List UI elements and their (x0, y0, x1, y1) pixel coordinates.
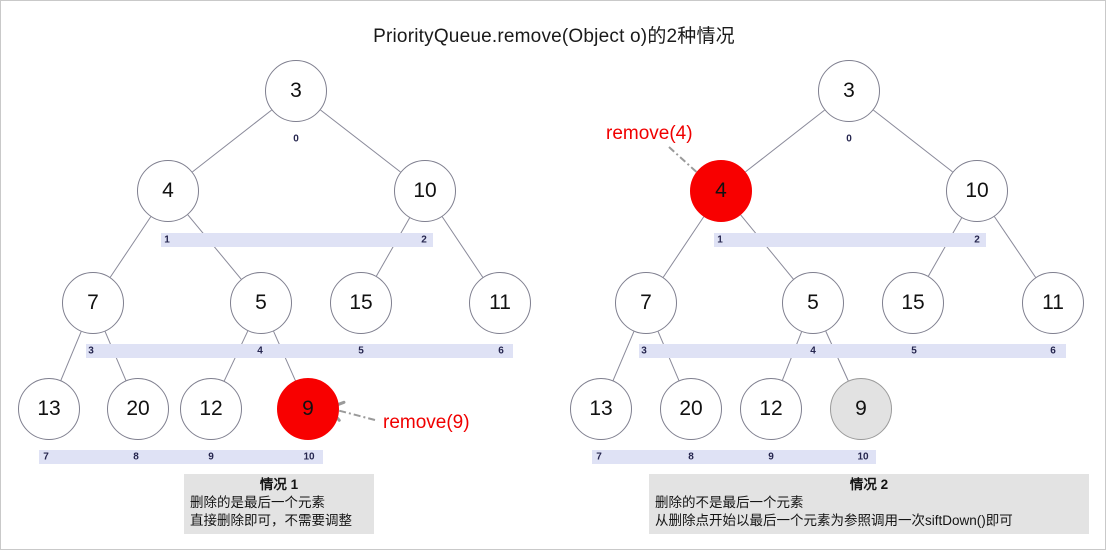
case-caption-line: 直接删除即可，不需要调整 (190, 513, 352, 528)
tree-node[interactable]: 3 (265, 60, 327, 122)
case-caption: 情况 2 删除的不是最后一个元素从删除点开始以最后一个元素为参照调用一次siftD… (649, 474, 1089, 534)
index-highlight-bar (639, 344, 1066, 358)
tree-node[interactable]: 7 (62, 272, 124, 334)
case-caption: 情况 1 删除的是最后一个元素直接删除即可，不需要调整 (184, 474, 374, 534)
node-index-label: 8 (133, 451, 139, 463)
tree-node[interactable]: 4 (690, 160, 752, 222)
tree-node[interactable]: 12 (180, 378, 242, 440)
tree-edge (109, 216, 152, 278)
node-index-label: 2 (421, 234, 427, 246)
node-index-label: 6 (498, 345, 504, 357)
node-index-label: 9 (208, 451, 214, 463)
tree-edge (740, 214, 794, 280)
tree-edge (993, 216, 1037, 278)
tree-node[interactable]: 20 (107, 378, 169, 440)
node-index-label: 2 (974, 234, 980, 246)
index-highlight-bar (39, 450, 323, 464)
tree-edge (375, 217, 411, 277)
case-caption-line: 从删除点开始以最后一个元素为参照调用一次siftDown()即可 (655, 513, 1013, 528)
tree-node[interactable]: 13 (18, 378, 80, 440)
tree-node[interactable]: 11 (1022, 272, 1084, 334)
tree-node[interactable]: 5 (230, 272, 292, 334)
tree-edge (745, 109, 825, 173)
tree-edge (60, 331, 82, 381)
node-index-label: 8 (688, 451, 694, 463)
tree-edge (441, 216, 484, 278)
tree-node[interactable]: 12 (740, 378, 802, 440)
tree-node[interactable]: 11 (469, 272, 531, 334)
index-highlight-bar (714, 233, 986, 247)
remove-call-label: remove(9) (383, 412, 470, 433)
case-caption-line: 删除的不是最后一个元素 (655, 495, 804, 510)
node-index-label: 6 (1050, 345, 1056, 357)
tree-node[interactable]: 9 (277, 378, 339, 440)
tree-node[interactable]: 10 (946, 160, 1008, 222)
tree-edge (187, 214, 242, 280)
case-caption-title: 情况 2 (849, 477, 889, 492)
node-index-label: 9 (768, 451, 774, 463)
node-index-label: 0 (293, 133, 299, 145)
node-index-label: 5 (358, 345, 364, 357)
node-index-label: 4 (810, 345, 816, 357)
tree-node[interactable]: 3 (818, 60, 880, 122)
index-highlight-bar (161, 233, 433, 247)
node-index-label: 4 (257, 345, 263, 357)
node-index-label: 1 (717, 234, 723, 246)
node-index-label: 10 (857, 451, 869, 463)
tree-edge (192, 109, 272, 173)
node-index-label: 5 (911, 345, 917, 357)
tree-edge (662, 216, 705, 278)
tree-node[interactable]: 13 (570, 378, 632, 440)
tree-edge (612, 331, 635, 381)
index-highlight-bar (592, 450, 876, 464)
node-index-label: 1 (164, 234, 170, 246)
remove-call-label: remove(4) (606, 123, 693, 144)
tree-edge (320, 109, 401, 173)
tree-node[interactable]: 4 (137, 160, 199, 222)
case-caption-line: 删除的是最后一个元素 (190, 495, 325, 510)
node-index-label: 0 (846, 133, 852, 145)
index-highlight-bar (86, 344, 513, 358)
node-index-label: 10 (303, 451, 315, 463)
tree-node[interactable]: 15 (882, 272, 944, 334)
tree-node[interactable]: 10 (394, 160, 456, 222)
node-index-label: 7 (43, 451, 49, 463)
tree-node[interactable]: 7 (615, 272, 677, 334)
node-index-label: 3 (88, 345, 94, 357)
case-caption-title: 情况 1 (259, 477, 299, 492)
tree-node[interactable]: 20 (660, 378, 722, 440)
tree-node[interactable]: 9 (830, 378, 892, 440)
tree-edge (873, 109, 953, 173)
node-index-label: 7 (596, 451, 602, 463)
node-index-label: 3 (641, 345, 647, 357)
page-title: PriorityQueue.remove(Object o)的2种情况 (373, 26, 735, 47)
tree-edge (927, 217, 963, 277)
tree-node[interactable]: 15 (330, 272, 392, 334)
tree-node[interactable]: 5 (782, 272, 844, 334)
